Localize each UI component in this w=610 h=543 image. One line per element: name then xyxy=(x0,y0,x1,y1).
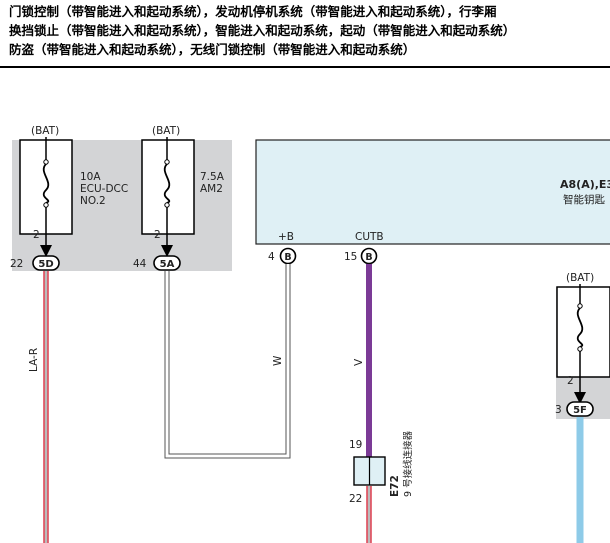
connector-5d xyxy=(32,255,60,271)
connector-5a xyxy=(153,255,181,271)
header-line-3: 防盗（带智能进入和起动系统），无线门锁控制（带智能进入和起动系统） xyxy=(9,42,416,57)
ecu-pin-b-connector-label: B xyxy=(284,252,291,263)
ecu-id: A8(A),E39 xyxy=(560,178,610,191)
ecu-pin-cutb-label: CUTB xyxy=(355,231,384,243)
junction-description: 9 号接线连接器 xyxy=(402,430,414,497)
fuse2-source: (BAT) xyxy=(152,125,180,137)
connector-5f-label: 5F xyxy=(573,405,587,416)
fuse3-terminal: 2 xyxy=(567,375,574,387)
header-title-block: 门锁控制（带智能进入和起动系统），发动机停机系统（带智能进入和起动系统），行李厢… xyxy=(0,0,610,68)
junction-pin-bottom: 22 xyxy=(349,493,362,505)
wire-la-r-label: LA-R xyxy=(28,348,40,372)
header-line-2: 换挡锁止（带智能进入和起动系统），智能进入和起动系统，起动（带智能进入和起动系统… xyxy=(9,23,516,38)
fuse1-element-icon xyxy=(42,163,50,204)
ecu-pin-cutb-number: 15 xyxy=(344,251,357,263)
connector-5a-label: 5A xyxy=(160,259,175,270)
fuse2-element-icon xyxy=(163,163,171,204)
ecu-pin-cutb-connector xyxy=(360,247,378,265)
fuse2-rating: 7.5A xyxy=(200,171,225,183)
fuse3-element-icon xyxy=(576,307,584,348)
connector-5f-pin: 3 xyxy=(555,404,562,416)
ecu-box xyxy=(255,139,610,245)
connector-5d-label: 5D xyxy=(38,259,53,270)
fuse1-terminal: 2 xyxy=(33,229,40,241)
fuse3-source: (BAT) xyxy=(566,272,594,284)
ecu-name: 智能钥匙 xyxy=(563,193,605,206)
fuse1-name2: NO.2 xyxy=(80,195,106,207)
junction-pin-top: 19 xyxy=(349,439,362,451)
fuse1-name: ECU-DCC xyxy=(80,183,128,195)
fuse3-box xyxy=(556,286,610,378)
header-line-1: 门锁控制（带智能进入和起动系统），发动机停机系统（带智能进入和起动系统），行李厢 xyxy=(9,4,497,19)
fuse2-name: AM2 xyxy=(200,183,223,195)
connector-5f xyxy=(566,401,594,417)
ecu-pin-b-connector xyxy=(279,247,297,265)
fuse1-source: (BAT) xyxy=(31,125,59,137)
wire-v-label: V xyxy=(353,358,365,366)
connector-5d-pin: 22 xyxy=(10,258,23,270)
wire-w xyxy=(164,264,291,459)
wire-w-label: W xyxy=(272,355,284,366)
ecu-pin-b-number: 4 xyxy=(268,251,275,263)
ecu-pin-cutb-connector-label: B xyxy=(365,252,372,263)
fuse1-rating: 10A xyxy=(80,171,101,183)
ecu-pin-b-label: +B xyxy=(278,231,294,243)
connector-5a-pin: 44 xyxy=(133,258,147,270)
fuse2-terminal: 2 xyxy=(154,229,161,241)
junction-id: E72 xyxy=(389,475,401,497)
